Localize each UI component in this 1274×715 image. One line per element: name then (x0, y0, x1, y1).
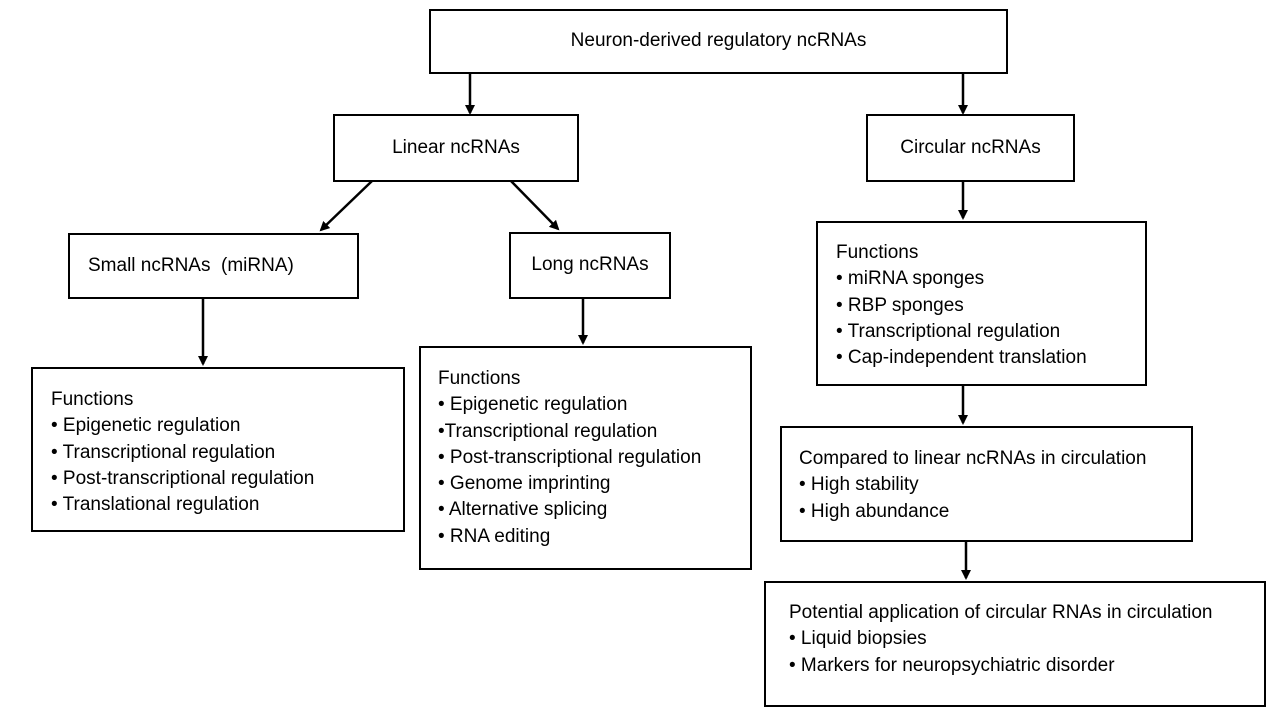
list-item: • Transcriptional regulation (836, 320, 1061, 342)
list-item: • High abundance (799, 500, 950, 522)
list-item: • High stability (799, 474, 919, 496)
list-item: • Markers for neuropsychiatric disorder (789, 654, 1115, 676)
list-item: • Post-transcriptional regulation (51, 467, 315, 489)
long-functions-title: Functions (438, 368, 521, 389)
linear-ncrnas-label: Linear ncRNAs (392, 136, 520, 158)
list-item: • Epigenetic regulation (438, 394, 628, 416)
list-item: • RNA editing (438, 525, 551, 547)
long-functions-list: • Epigenetic regulation •Transcriptional… (438, 392, 750, 550)
list-item: • Genome imprinting (438, 473, 611, 495)
root-node-label: Neuron-derived regulatory ncRNAs (570, 30, 867, 52)
list-item: • Transcriptional regulation (51, 441, 276, 463)
list-item: • miRNA sponges (836, 268, 985, 290)
application-list: • Liquid biopsies • Markers for neuropsy… (789, 626, 1264, 679)
small-functions-list: • Epigenetic regulation • Transcriptiona… (51, 413, 403, 518)
list-item: • RBP sponges (836, 294, 964, 316)
comparison-title: Compared to linear ncRNAs in circulation (799, 448, 1147, 469)
circular-ncrnas-label: Circular ncRNAs (900, 136, 1041, 158)
circular-ncrnas-functions-box: Functions • miRNA sponges • RBP sponges … (816, 221, 1147, 386)
circular-functions-title: Functions (836, 242, 919, 263)
list-item: • Post-transcriptional regulation (438, 446, 702, 468)
list-item: • Liquid biopsies (789, 628, 927, 650)
list-item: • Epigenetic regulation (51, 415, 241, 437)
root-node: Neuron-derived regulatory ncRNAs (429, 9, 1008, 74)
linear-ncrnas-node: Linear ncRNAs (333, 114, 579, 182)
list-item: •Transcriptional regulation (438, 420, 658, 442)
long-ncrnas-label: Long ncRNAs (531, 254, 649, 276)
list-item: • Alternative splicing (438, 499, 608, 521)
small-ncrnas-label: Small ncRNAs (miRNA) (88, 254, 294, 276)
arrow-linear-to-long (510, 180, 560, 231)
circulation-comparison-box: Compared to linear ncRNAs in circulation… (780, 426, 1193, 542)
long-ncrnas-functions-box: Functions • Epigenetic regulation •Trans… (419, 346, 752, 570)
small-ncrnas-functions-box: Functions • Epigenetic regulation • Tran… (31, 367, 405, 532)
long-ncrnas-node: Long ncRNAs (509, 232, 671, 299)
circular-functions-list: • miRNA sponges • RBP sponges • Transcri… (836, 266, 1145, 371)
comparison-list: • High stability • High abundance (799, 472, 1191, 525)
list-item: • Cap-independent translation (836, 347, 1087, 369)
small-functions-title: Functions (51, 389, 134, 410)
arrow-linear-to-small (319, 180, 373, 232)
small-ncrnas-node: Small ncRNAs (miRNA) (68, 233, 359, 299)
list-item: • Translational regulation (51, 494, 260, 516)
application-title: Potential application of circular RNAs i… (789, 602, 1213, 623)
circular-ncrnas-node: Circular ncRNAs (866, 114, 1075, 182)
potential-application-box: Potential application of circular RNAs i… (764, 581, 1266, 707)
